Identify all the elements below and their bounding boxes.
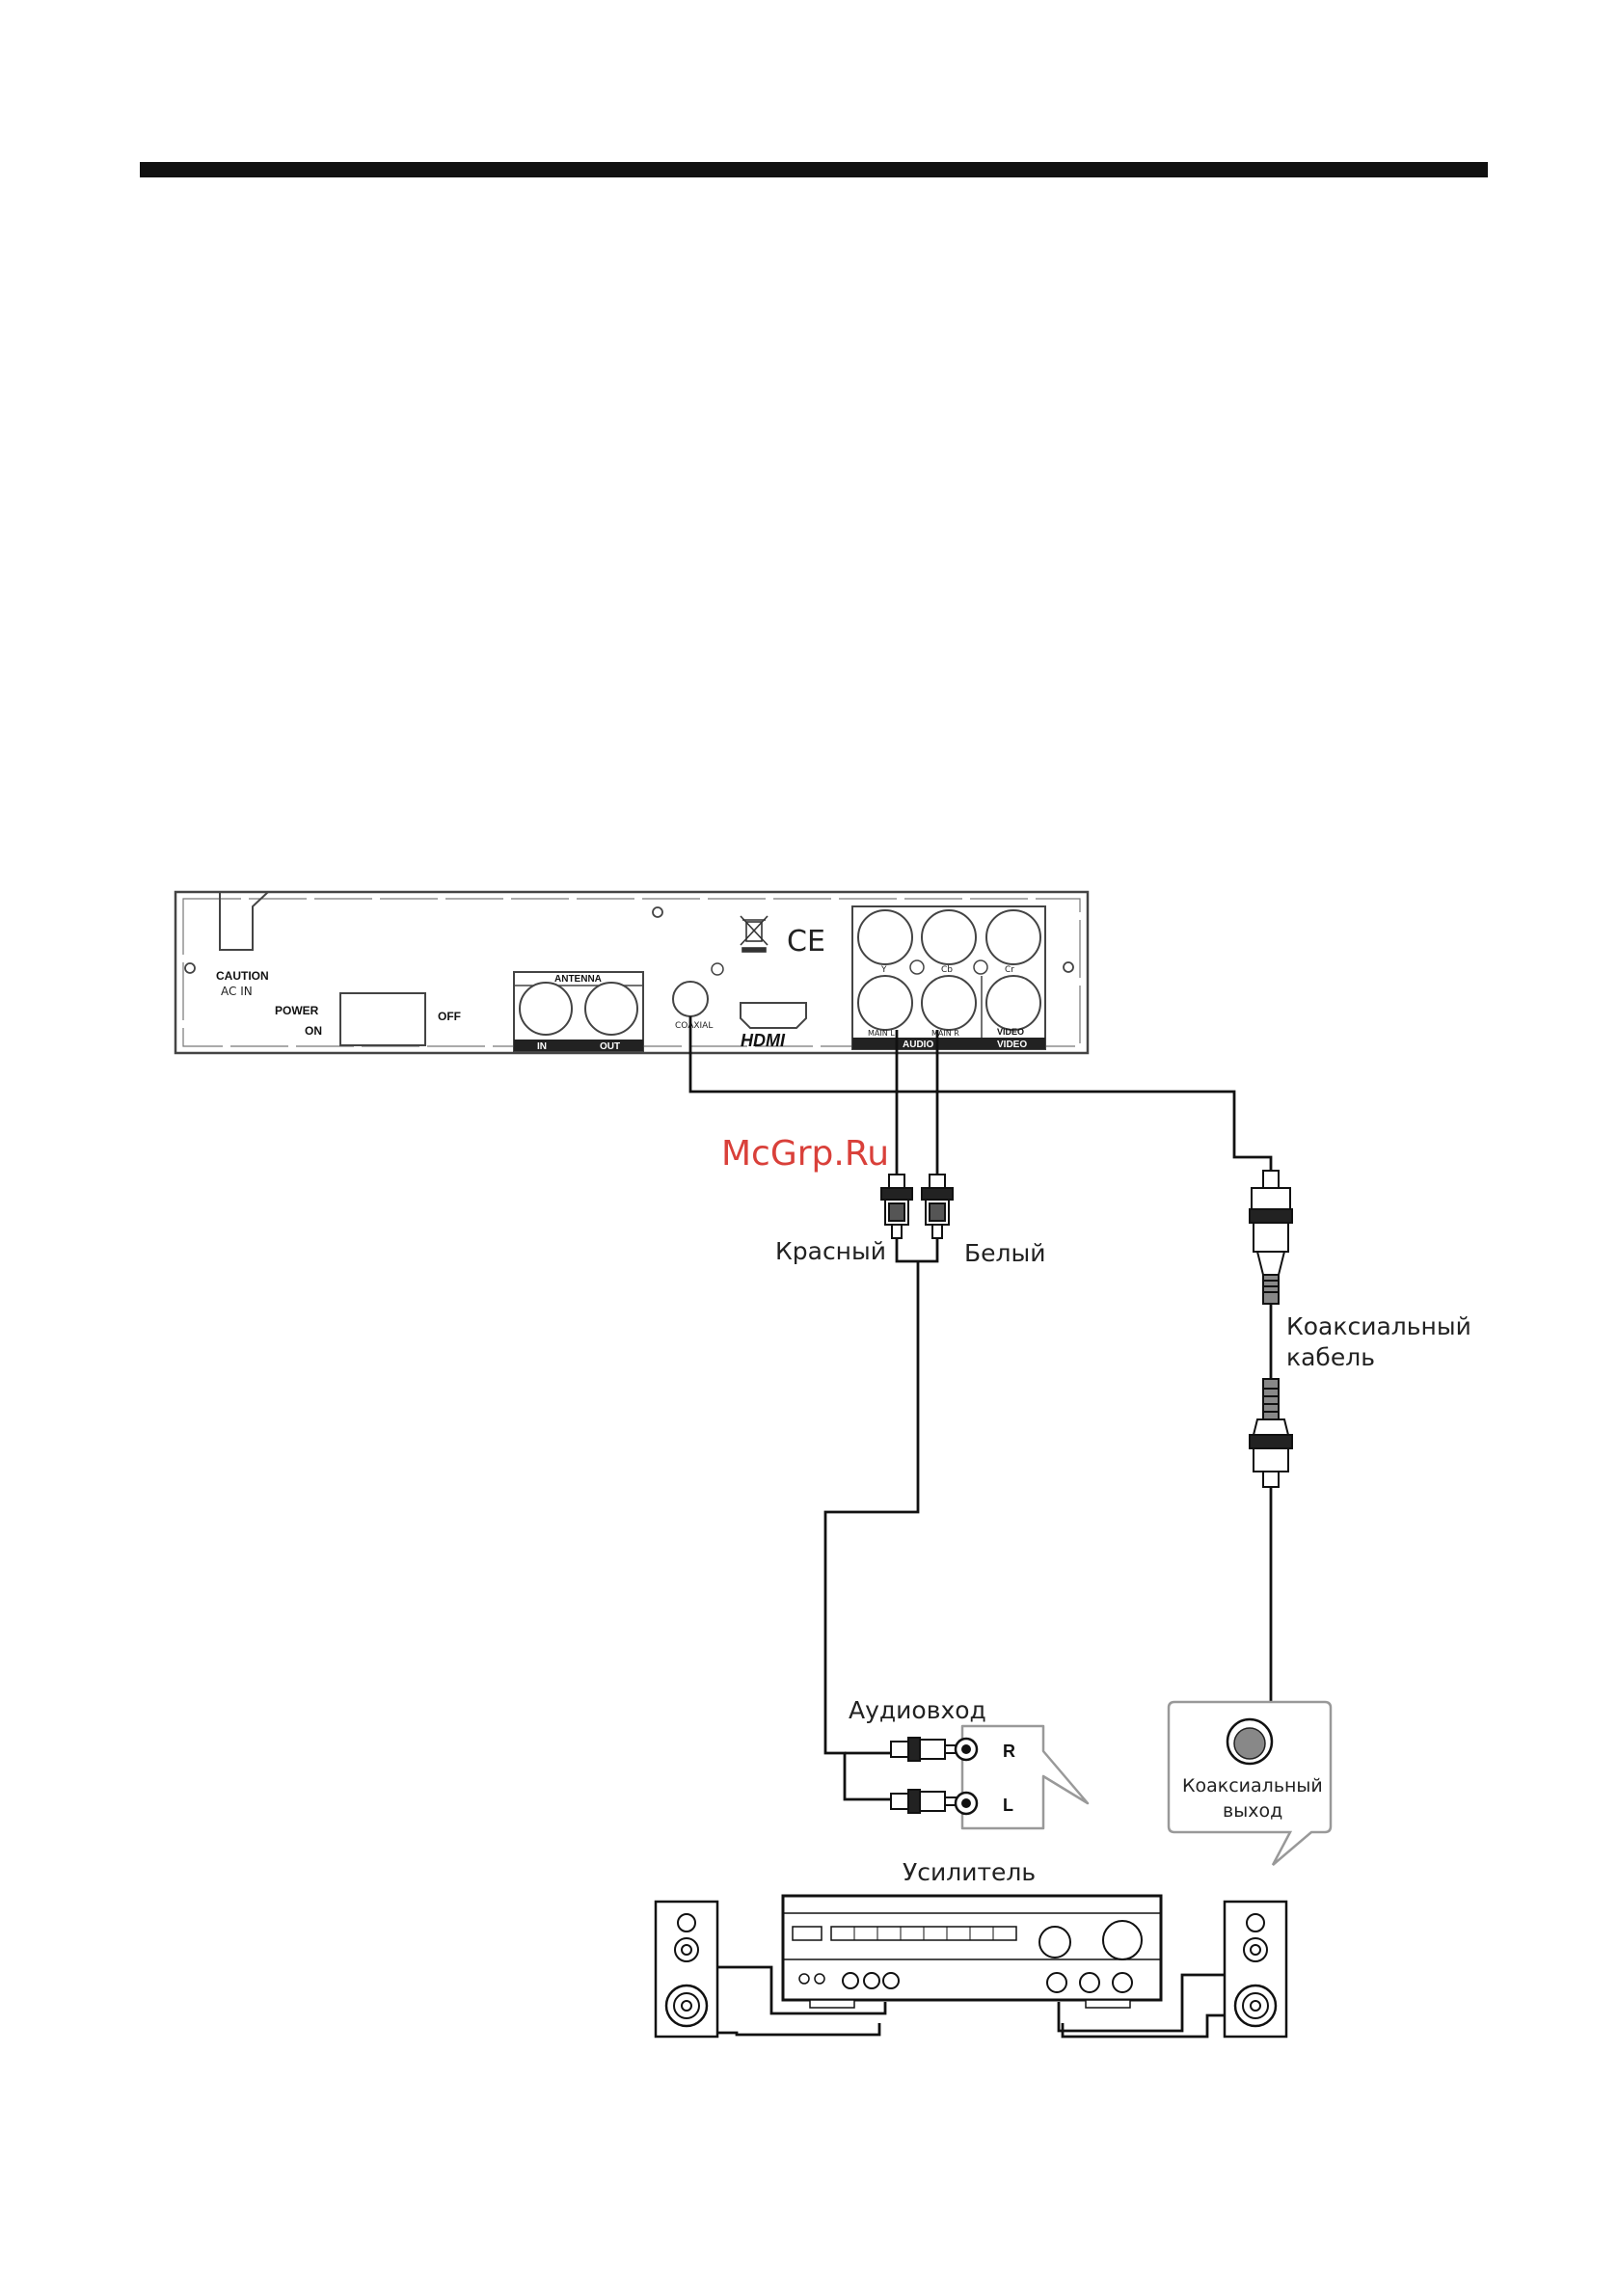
coax-out-label-line1: Коаксиальный (1182, 1775, 1323, 1796)
antenna-out-label: OUT (600, 1041, 620, 1052)
audio-label: AUDIO (903, 1040, 933, 1050)
audio-l-jack[interactable] (858, 976, 912, 1030)
hdmi-port[interactable] (741, 1003, 806, 1028)
coax-plug-bottom (1250, 1379, 1292, 1487)
rca-plug-white (922, 1175, 953, 1238)
ce-mark: CE (787, 925, 825, 959)
amplifier (783, 1896, 1161, 2008)
cb-label: Cb (941, 965, 953, 975)
coaxial-label: COAXIAL (675, 1021, 713, 1031)
header-rule (140, 162, 1488, 177)
antenna-label: ANTENNA (554, 974, 602, 985)
antenna-out-jack[interactable] (585, 983, 637, 1035)
coax-cable-label-line1: Коаксиальный (1286, 1312, 1471, 1340)
ac-in-label: AC IN (221, 985, 253, 998)
video-label: VIDEO (997, 1040, 1027, 1050)
audio-in-label: Аудиовход (849, 1696, 986, 1724)
amp-volume-knob[interactable] (1103, 1921, 1142, 1959)
power-label: POWER (275, 1004, 319, 1017)
device-rear-panel: CAUTION AC IN POWER ON OFF ANTENNA IN OU… (175, 892, 1088, 1053)
amp-knob-small[interactable] (1039, 1927, 1070, 1958)
y-label: Y (880, 965, 887, 975)
coax-plug-top (1250, 1171, 1292, 1304)
watermark: McGrp.Ru (721, 1134, 889, 1174)
video-jack[interactable] (986, 976, 1040, 1030)
coax-cable-label-line2: кабель (1286, 1343, 1375, 1371)
main-l-label: MAIN L (868, 1029, 895, 1038)
antenna-in-label: IN (537, 1041, 547, 1052)
cr-label: Cr (1005, 965, 1014, 975)
off-label: OFF (438, 1010, 461, 1023)
coax-out-label-line2: выход (1223, 1800, 1282, 1822)
video-small-label: VIDEO (997, 1027, 1024, 1037)
hdmi-logo: HDMI (741, 1031, 786, 1050)
amplifier-label: Усилитель (903, 1858, 1036, 1886)
caution-label: CAUTION (216, 969, 269, 983)
on-label: ON (305, 1024, 322, 1038)
y-jack[interactable] (858, 910, 912, 964)
audio-in-l-label: L (1003, 1796, 1013, 1815)
rca-plug-red (881, 1175, 912, 1238)
audio-in-plugs (891, 1738, 958, 1813)
speaker-left (656, 1902, 717, 2037)
audio-in-callout (962, 1726, 1088, 1828)
speaker-right (1225, 1902, 1286, 2037)
cr-jack[interactable] (986, 910, 1040, 964)
coaxial-jack[interactable] (673, 982, 708, 1016)
cb-jack[interactable] (922, 910, 976, 964)
white-cable-label: Белый (964, 1239, 1046, 1267)
red-cable-label: Красный (775, 1237, 886, 1265)
audio-r-jack[interactable] (922, 976, 976, 1030)
main-r-label: MAIN R (931, 1029, 959, 1038)
antenna-in-jack[interactable] (520, 983, 572, 1035)
audio-in-r-label: R (1003, 1742, 1015, 1761)
power-switch[interactable] (340, 993, 425, 1045)
